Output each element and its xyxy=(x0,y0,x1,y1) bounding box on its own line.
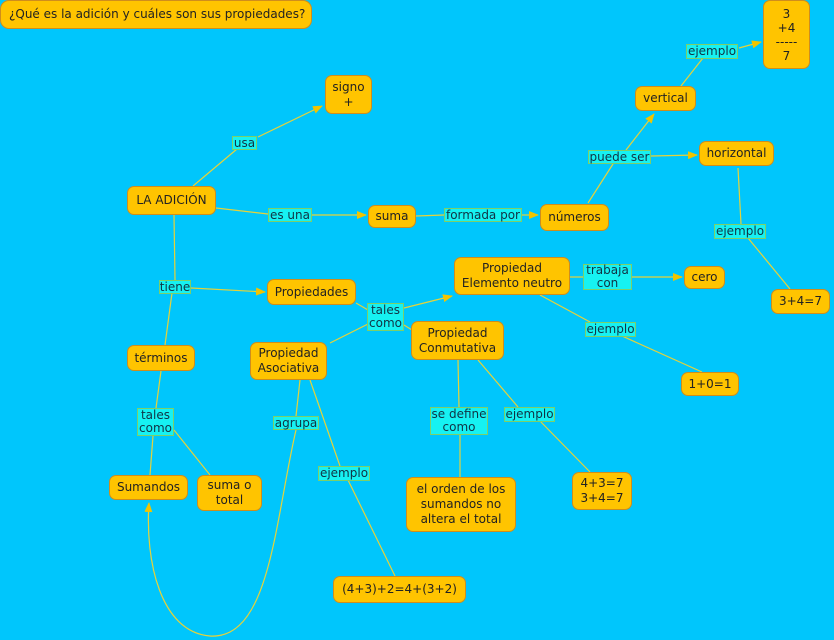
concept-orden-no-altera[interactable]: el orden de los sumandos no altera el to… xyxy=(406,477,516,532)
link-label-formada-por[interactable]: formada por xyxy=(444,207,522,222)
concept-vertical-example[interactable]: 3 +4 ----- 7 xyxy=(763,0,810,69)
concept-suma[interactable]: suma xyxy=(368,205,416,228)
link-label-tales-como-propiedades[interactable]: tales como xyxy=(367,303,404,331)
concept-suma-o-total[interactable]: suma o total xyxy=(197,475,262,511)
link-label-tiene[interactable]: tiene xyxy=(159,279,191,294)
concept-horizontal-example[interactable]: 3+4=7 xyxy=(771,289,830,314)
link-label-trabaja-con[interactable]: trabaja con xyxy=(583,264,632,290)
concept-la-adicion[interactable]: LA ADICIÓN xyxy=(127,186,216,215)
link-label-ejemplo-vertical[interactable]: ejemplo xyxy=(686,44,738,59)
link-label-ejemplo-neutro[interactable]: ejemplo xyxy=(585,322,636,337)
link-label-ejemplo-conmutativa[interactable]: ejemplo xyxy=(504,407,555,422)
link-label-ejemplo-asociativa[interactable]: ejemplo xyxy=(318,466,370,481)
concept-conmutativa-example[interactable]: 4+3=7 3+4=7 xyxy=(572,472,632,510)
concept-conmutativa[interactable]: Propiedad Conmutativa xyxy=(411,321,504,360)
concept-asociativa[interactable]: Propiedad Asociativa xyxy=(250,342,327,380)
link-label-es-una[interactable]: es una xyxy=(268,207,312,222)
link-label-puede-ser[interactable]: puede ser xyxy=(588,149,651,164)
concept-horizontal[interactable]: horizontal xyxy=(699,141,774,166)
concept-propiedades[interactable]: Propiedades xyxy=(267,279,356,305)
link-label-ejemplo-horizontal[interactable]: ejemplo xyxy=(714,224,766,239)
concept-cero[interactable]: cero xyxy=(684,266,725,289)
concept-asociativa-example[interactable]: (4+3)+2=4+(3+2) xyxy=(333,576,466,603)
map-title[interactable]: ¿Qué es la adición y cuáles son sus prop… xyxy=(0,0,312,29)
link-label-usa[interactable]: usa xyxy=(232,135,257,150)
concept-numeros[interactable]: números xyxy=(540,204,609,231)
concept-terminos[interactable]: términos xyxy=(127,345,195,371)
concept-sumandos[interactable]: Sumandos xyxy=(109,475,188,500)
concept-vertical[interactable]: vertical xyxy=(635,86,696,111)
link-label-se-define-como[interactable]: se define como xyxy=(430,407,488,435)
concept-neutro-example[interactable]: 1+0=1 xyxy=(681,372,739,396)
link-label-tales-como-terminos[interactable]: tales como xyxy=(137,408,174,436)
concept-signo[interactable]: signo + xyxy=(325,75,372,114)
link-label-agrupa[interactable]: agrupa xyxy=(273,415,319,430)
concept-elemento-neutro[interactable]: Propiedad Elemento neutro xyxy=(454,257,570,295)
